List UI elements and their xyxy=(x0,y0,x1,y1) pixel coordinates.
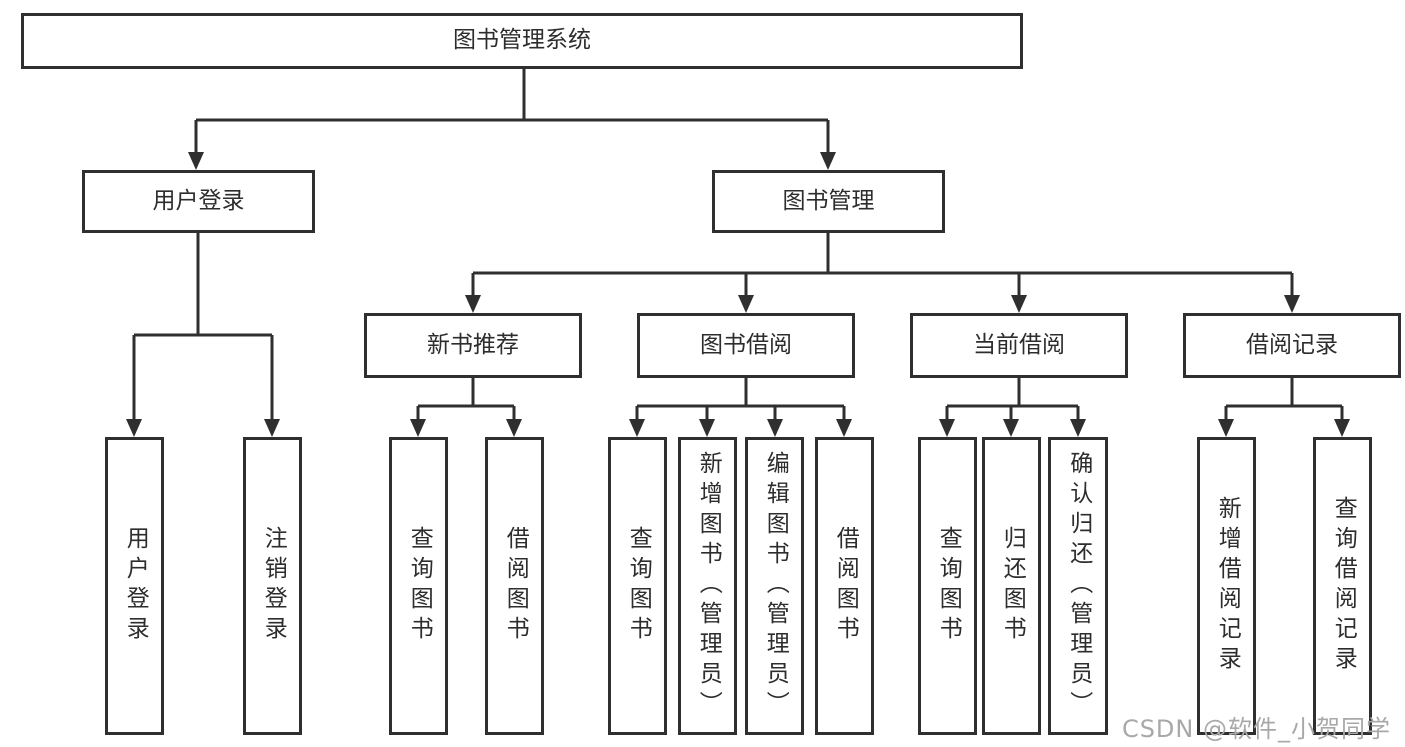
leaf-query-borrow-record: 查询借阅记录 xyxy=(1313,437,1372,735)
leaf-confirm-return-admin-label: 确认归还（管理员） xyxy=(1065,451,1092,721)
leaf-borrow-books-2-label: 借阅图书 xyxy=(832,526,859,646)
leaf-confirm-return-admin: 确认归还（管理员） xyxy=(1048,437,1108,735)
leaf-user-login: 用户登录 xyxy=(105,437,164,735)
leaf-add-borrow-record: 新增借阅记录 xyxy=(1197,437,1256,735)
node-borrow-records-label: 借阅记录 xyxy=(1246,331,1338,358)
leaf-borrow-books-2: 借阅图书 xyxy=(815,437,874,735)
leaf-edit-books-admin-label: 编辑图书（管理员） xyxy=(762,451,789,721)
node-book-management-branch: 图书管理 xyxy=(712,170,945,233)
leaf-query-books-2-label: 查询图书 xyxy=(625,526,652,646)
leaf-edit-books-admin: 编辑图书（管理员） xyxy=(745,437,804,735)
leaf-user-login-label: 用户登录 xyxy=(122,526,149,646)
node-new-book-recommend-label: 新书推荐 xyxy=(427,331,519,358)
leaf-logout: 注销登录 xyxy=(243,437,302,735)
leaf-query-books-1: 查询图书 xyxy=(389,437,448,735)
leaf-return-books-label: 归还图书 xyxy=(999,526,1026,646)
node-new-book-recommend: 新书推荐 xyxy=(364,313,582,378)
leaf-logout-label: 注销登录 xyxy=(260,526,287,646)
leaf-add-books-admin: 新增图书（管理员） xyxy=(678,437,737,735)
leaf-add-borrow-record-label: 新增借阅记录 xyxy=(1214,496,1241,676)
leaf-borrow-books-1: 借阅图书 xyxy=(485,437,544,735)
leaf-query-books-2: 查询图书 xyxy=(608,437,667,735)
leaf-query-books-3-label: 查询图书 xyxy=(935,526,962,646)
node-book-borrow: 图书借阅 xyxy=(637,313,855,378)
leaf-return-books: 归还图书 xyxy=(982,437,1041,735)
csdn-watermark: CSDN @软件_小贺同学 xyxy=(1121,715,1391,743)
leaf-query-borrow-record-label: 查询借阅记录 xyxy=(1330,496,1357,676)
leaf-add-books-admin-label: 新增图书（管理员） xyxy=(695,451,722,721)
leaf-borrow-books-1-label: 借阅图书 xyxy=(502,526,529,646)
leaf-query-books-1-label: 查询图书 xyxy=(406,526,433,646)
node-root-system: 图书管理系统 xyxy=(21,13,1023,69)
node-book-borrow-label: 图书借阅 xyxy=(700,331,792,358)
node-book-management-branch-label: 图书管理 xyxy=(782,187,875,214)
node-current-borrow-label: 当前借阅 xyxy=(973,331,1065,358)
node-root-label: 图书管理系统 xyxy=(453,27,591,54)
node-current-borrow: 当前借阅 xyxy=(910,313,1128,378)
leaf-query-books-3: 查询图书 xyxy=(918,437,977,735)
node-user-login-branch: 用户登录 xyxy=(82,170,315,233)
node-user-login-branch-label: 用户登录 xyxy=(152,187,245,214)
node-borrow-records: 借阅记录 xyxy=(1183,313,1401,378)
